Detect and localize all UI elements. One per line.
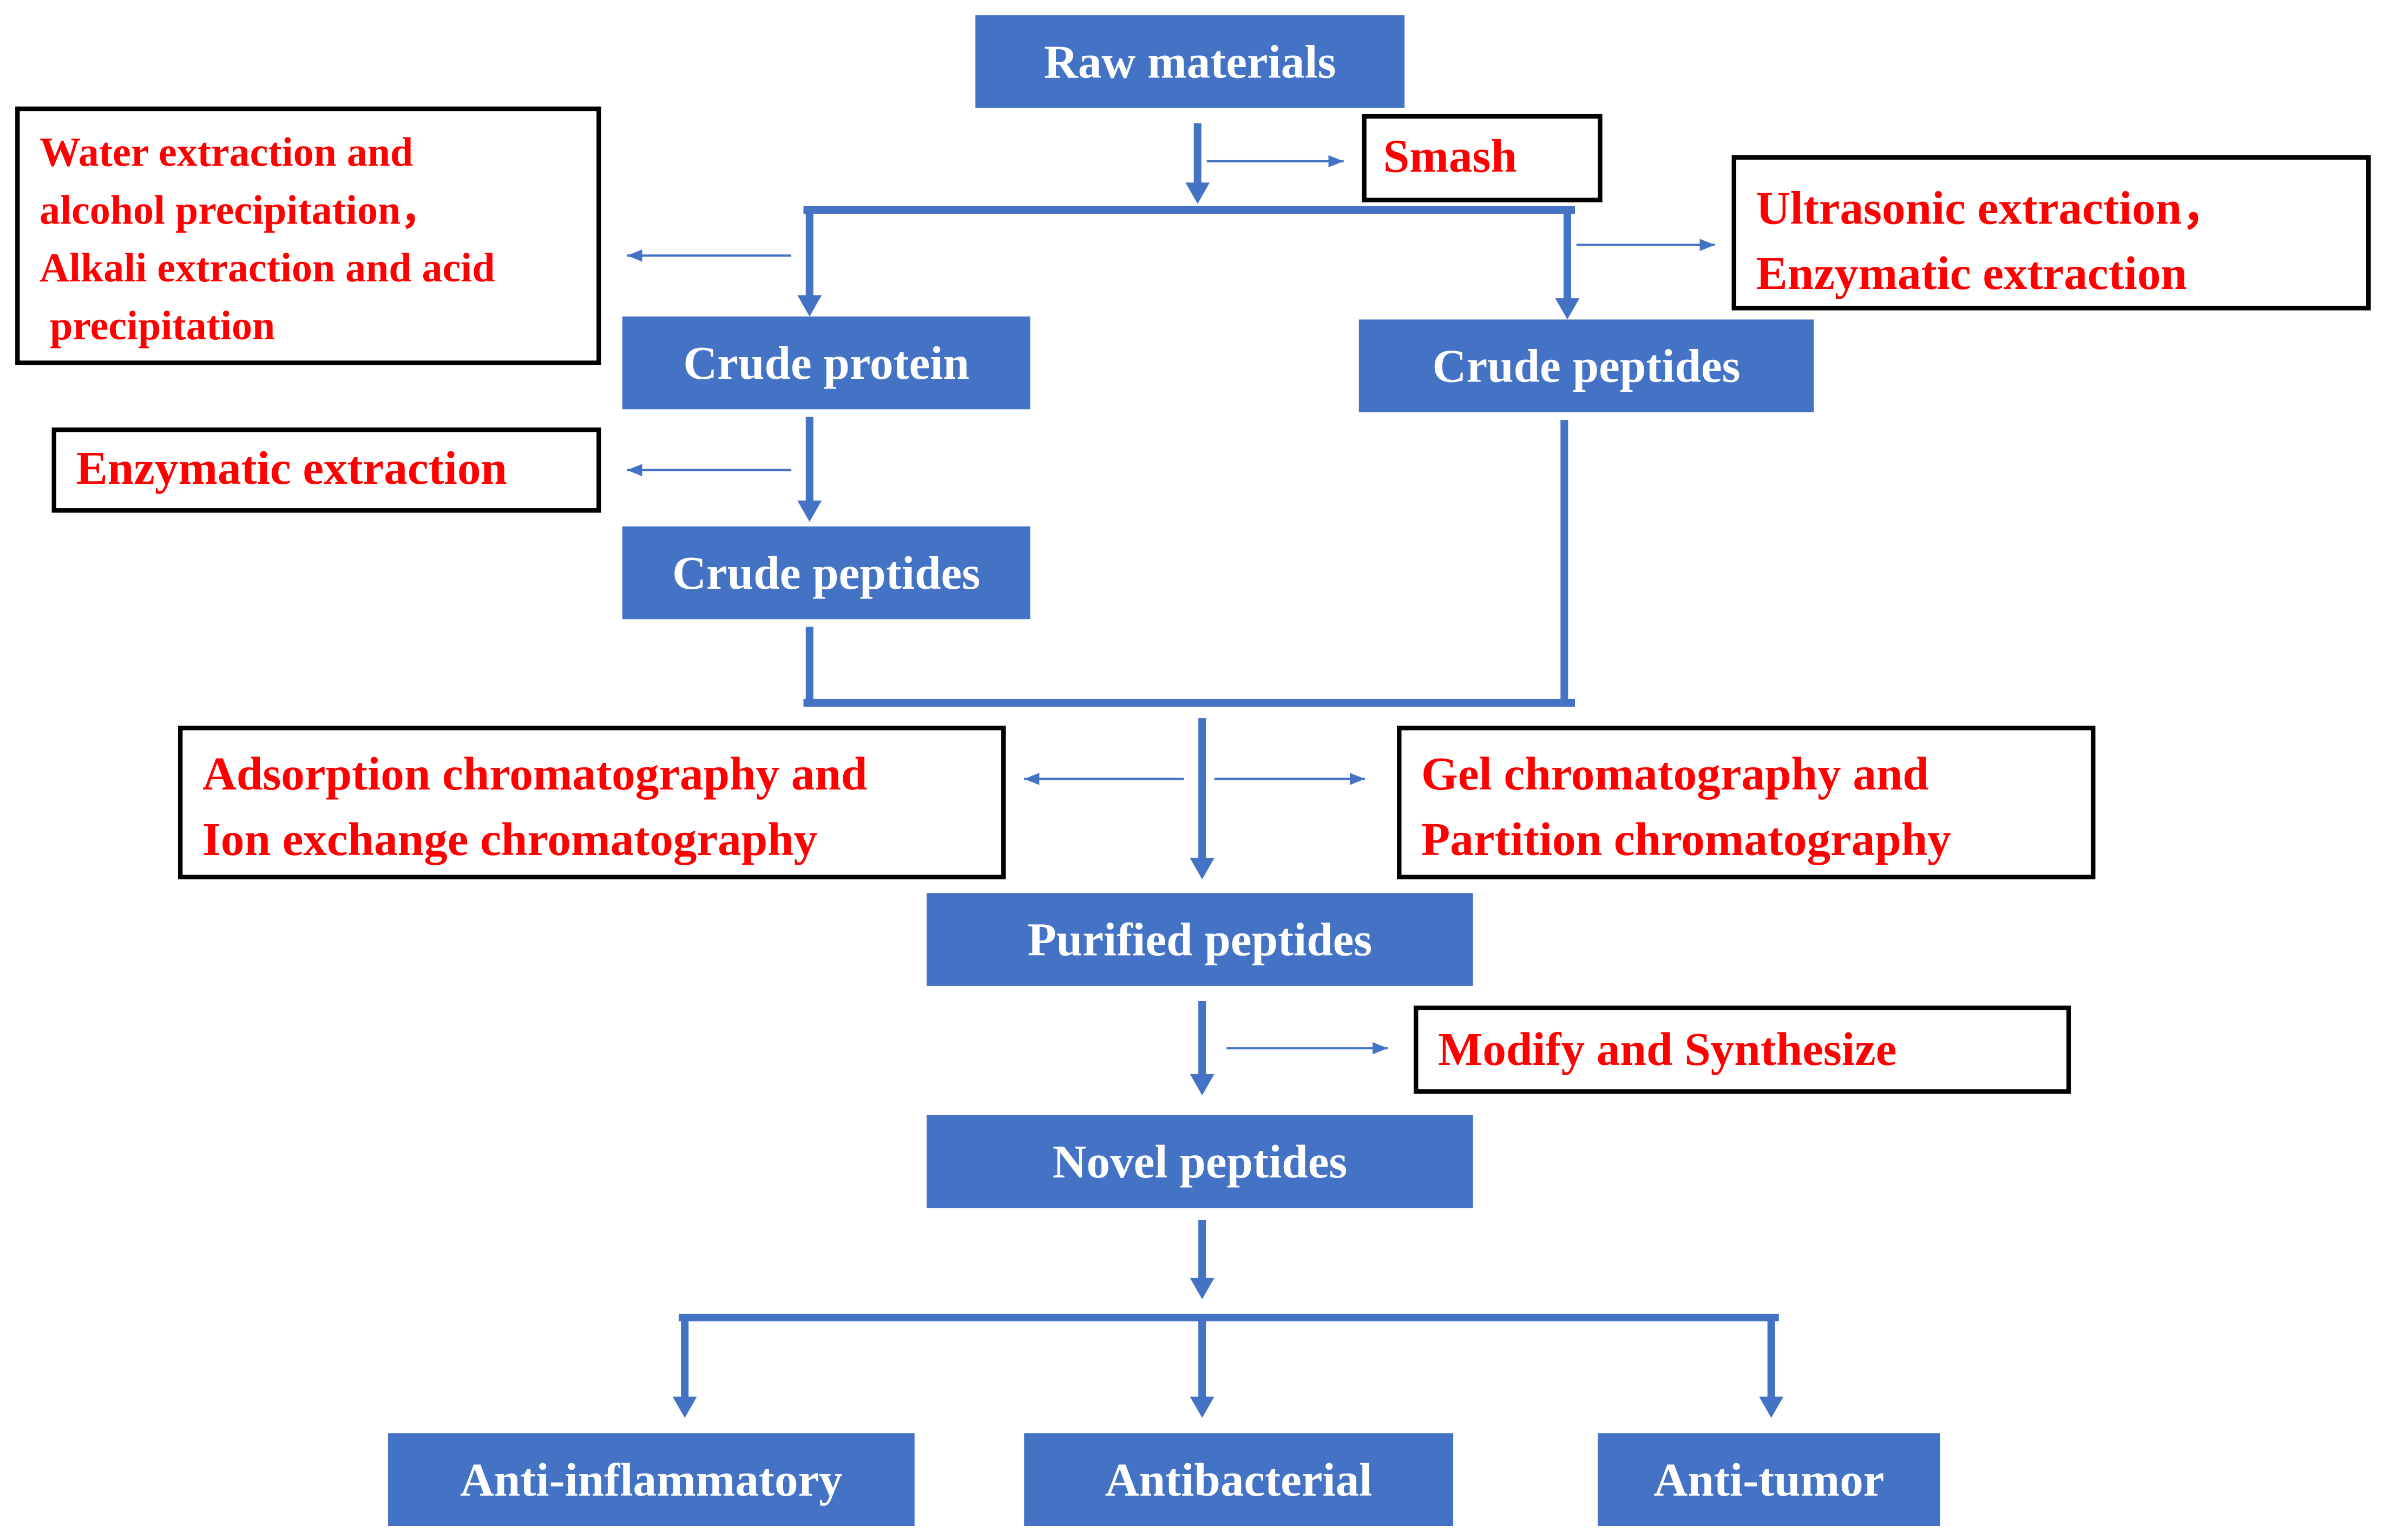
method-line: Gel chromatography and <box>1421 747 1929 800</box>
method-line: Alkali extraction and acid <box>40 245 495 291</box>
step-crude-peptides-right: Crude peptides <box>1358 319 1814 412</box>
method-gel-partition: Gel chromatography and Partition chromat… <box>1397 726 2096 880</box>
step-purified-peptides: Purified peptides <box>927 893 1473 986</box>
step-crude-protein: Crude protein <box>622 316 1030 410</box>
method-smash: Smash <box>1362 114 1603 202</box>
method-water-extraction: Water extraction and alcohol precipitati… <box>15 106 601 365</box>
step-raw-materials: Raw materials <box>975 15 1405 108</box>
method-line: Enzymatic extraction <box>76 441 507 495</box>
method-ultrasonic-enzymatic: Ultrasonic extraction， Enzymatic extract… <box>1731 155 2371 311</box>
activity-antibacterial: Antibacterial <box>1024 1433 1454 1526</box>
method-line: Ultrasonic extraction， <box>1756 181 2229 234</box>
method-modify-synthesize: Modify and Synthesize <box>1413 1005 2071 1094</box>
method-line: precipitation <box>40 302 275 348</box>
method-line: Smash <box>1383 129 1517 183</box>
method-line: Enzymatic extraction <box>1756 246 2187 300</box>
method-enzymatic-extraction: Enzymatic extraction <box>51 427 601 513</box>
method-line: Water extraction and <box>40 129 413 175</box>
method-line: Ion exchange chromatography <box>202 812 818 866</box>
method-line: alcohol precipitation， <box>40 187 442 233</box>
activity-anti-tumor: Anti-tumor <box>1598 1433 1940 1526</box>
method-line: Modify and Synthesize <box>1437 1022 1897 1076</box>
step-crude-peptides-left: Crude peptides <box>622 526 1030 620</box>
step-novel-peptides: Novel peptides <box>927 1115 1473 1208</box>
method-line: Partition chromatography <box>1421 812 1951 866</box>
method-adsorption-ion-exchange: Adsorption chromatography and Ion exchan… <box>178 726 1006 880</box>
activity-anti-inflammatory: Anti-inflammatory <box>388 1433 915 1526</box>
method-line: Adsorption chromatography and <box>202 747 868 800</box>
